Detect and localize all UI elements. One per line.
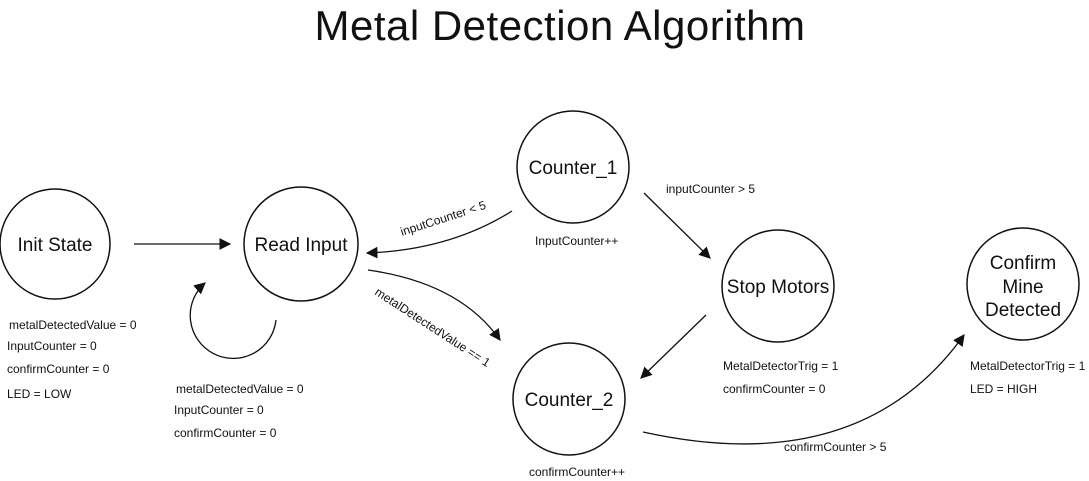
init-note: metalDetectedValue = 0 — [9, 318, 137, 332]
read-note: InputCounter = 0 — [174, 403, 264, 417]
init-note: InputCounter = 0 — [7, 339, 97, 353]
stop-note: confirmCounter = 0 — [723, 382, 826, 396]
edge-label-counter1-to-read: inputCounter < 5 — [399, 198, 488, 239]
counter2-note: confirmCounter++ — [529, 465, 625, 479]
read-note: metalDetectedValue = 0 — [176, 382, 304, 396]
node-confirm-mine-detected: Confirm Mine Detected — [966, 227, 1080, 341]
edge-counter2-to-confirm — [642, 334, 965, 445]
confirm-notes: MetalDetectorTrig = 1 LED = HIGH — [970, 359, 1086, 396]
diagram-title: Metal Detection Algorithm — [314, 2, 806, 49]
node-counter-1: Counter_1 — [516, 110, 630, 224]
init-state-notes: metalDetectedValue = 0 InputCounter = 0 … — [7, 318, 137, 401]
edge-counter1-to-read — [365, 210, 513, 259]
edge-read-self-loop — [189, 282, 277, 360]
edge-label-read-to-counter2: metalDetectedValue == 1 — [372, 285, 493, 370]
stop-note: MetalDetectorTrig = 1 — [723, 359, 839, 373]
node-read-input: Read Input — [243, 186, 359, 302]
node-init-state-label: Init State — [18, 235, 93, 256]
node-confirm-label-line-3: Detected — [985, 300, 1061, 321]
edge-counter1-to-stop — [643, 192, 711, 259]
confirm-note: LED = HIGH — [970, 382, 1037, 396]
node-read-input-label: Read Input — [255, 235, 349, 256]
node-counter-2-label: Counter_2 — [525, 390, 614, 411]
read-note: confirmCounter = 0 — [174, 426, 277, 440]
node-confirm-label-line-1: Confirm — [990, 253, 1057, 274]
node-stop-motors-label: Stop Motors — [727, 277, 829, 298]
node-init-state: Init State — [0, 188, 111, 300]
node-counter-1-label: Counter_1 — [529, 158, 618, 179]
edge-read-to-counter2 — [367, 269, 501, 341]
counter1-note: InputCounter++ — [535, 234, 618, 248]
edge-label-counter2-to-confirm: confirmCounter > 5 — [784, 440, 887, 454]
stop-motors-notes: MetalDetectorTrig = 1 confirmCounter = 0 — [723, 359, 839, 396]
node-counter-2: Counter_2 — [512, 342, 626, 456]
edge-stop-to-counter2 — [640, 314, 707, 379]
edge-label-counter1-to-stop: inputCounter > 5 — [666, 182, 755, 196]
confirm-note: MetalDetectorTrig = 1 — [970, 359, 1086, 373]
init-note: LED = LOW — [7, 387, 72, 401]
node-stop-motors: Stop Motors — [721, 229, 835, 343]
read-input-notes: metalDetectedValue = 0 InputCounter = 0 … — [174, 382, 304, 440]
node-confirm-label-line-2: Mine — [1002, 277, 1043, 298]
init-note: confirmCounter = 0 — [7, 362, 110, 376]
